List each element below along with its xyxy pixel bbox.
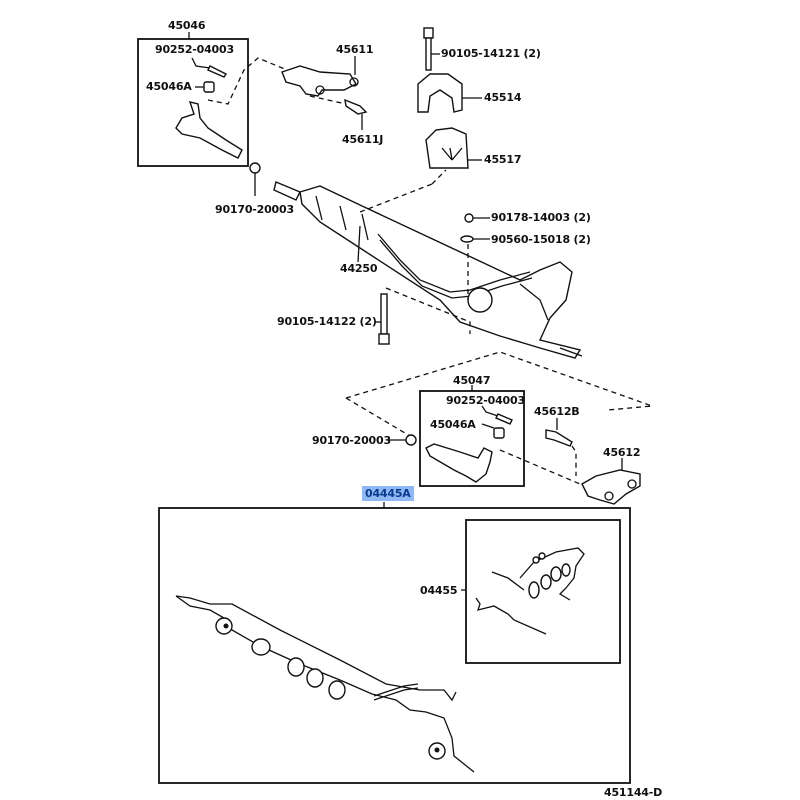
- lock-nut-icon: [249, 162, 261, 174]
- label-45046[interactable]: 45046: [168, 19, 206, 32]
- label-90252-04003-upper[interactable]: 90252-04003: [155, 43, 234, 56]
- tie-rod-end-icon: [175, 101, 243, 159]
- label-45047[interactable]: 45047: [453, 374, 491, 387]
- label-90170-20003-upper[interactable]: 90170-20003: [215, 203, 294, 216]
- label-90170-20003-lower[interactable]: 90170-20003: [312, 434, 391, 447]
- label-45046A-lower[interactable]: 45046A: [430, 418, 476, 431]
- label-44250[interactable]: 44250: [340, 262, 378, 275]
- tie-rod-end-icon: [425, 443, 493, 483]
- rack-bushing-icon: [425, 127, 469, 169]
- label-45517[interactable]: 45517: [484, 153, 522, 166]
- bolt-head-icon: [423, 27, 434, 39]
- label-90252-04003-lower[interactable]: 90252-04003: [446, 394, 525, 407]
- seal-kit-box-04455: [465, 519, 621, 664]
- rack-housing-outline-icon: [175, 595, 475, 773]
- nut-icon: [464, 213, 474, 223]
- arm-bolt-icon: [545, 429, 573, 447]
- arm-bolt-icon: [344, 98, 368, 115]
- long-bolt-icon: [380, 293, 388, 335]
- label-45612[interactable]: 45612: [603, 446, 641, 459]
- label-45046A-upper[interactable]: 45046A: [146, 80, 192, 93]
- long-bolt-head-icon: [378, 333, 390, 345]
- figure-code: 451144-D: [604, 786, 663, 799]
- label-45611J[interactable]: 45611J: [342, 133, 384, 146]
- castle-nut-icon: [493, 427, 505, 439]
- castle-nut-icon: [203, 81, 215, 93]
- tie-rod-end-kit-box-45046: [137, 38, 249, 167]
- label-90105-14122[interactable]: 90105-14122 (2): [277, 315, 377, 328]
- label-90178-14003[interactable]: 90178-14003 (2): [491, 211, 591, 224]
- steering-rack-assembly-icon: [273, 181, 583, 359]
- bolt-shank-icon: [425, 37, 432, 71]
- label-45514[interactable]: 45514: [484, 91, 522, 104]
- label-04455[interactable]: 04455: [420, 584, 458, 597]
- cotter-pin-icon: [207, 65, 228, 78]
- pitman-arm-icon: [281, 65, 357, 97]
- label-90105-14121[interactable]: 90105-14121 (2): [441, 47, 541, 60]
- label-45611[interactable]: 45611: [336, 43, 374, 56]
- label-45612B[interactable]: 45612B: [534, 405, 580, 418]
- gasket-kit-box-04445A: [158, 507, 631, 784]
- seal-kit-outline-icon: [475, 547, 585, 635]
- lock-nut-icon: [405, 434, 417, 446]
- washer-icon: [460, 235, 474, 243]
- idler-arm-icon: [581, 469, 641, 505]
- label-04445A-highlighted[interactable]: 04445A: [362, 486, 414, 501]
- rack-bracket-icon: [417, 73, 463, 113]
- cotter-pin-icon: [495, 413, 513, 425]
- label-90560-15018[interactable]: 90560-15018 (2): [491, 233, 591, 246]
